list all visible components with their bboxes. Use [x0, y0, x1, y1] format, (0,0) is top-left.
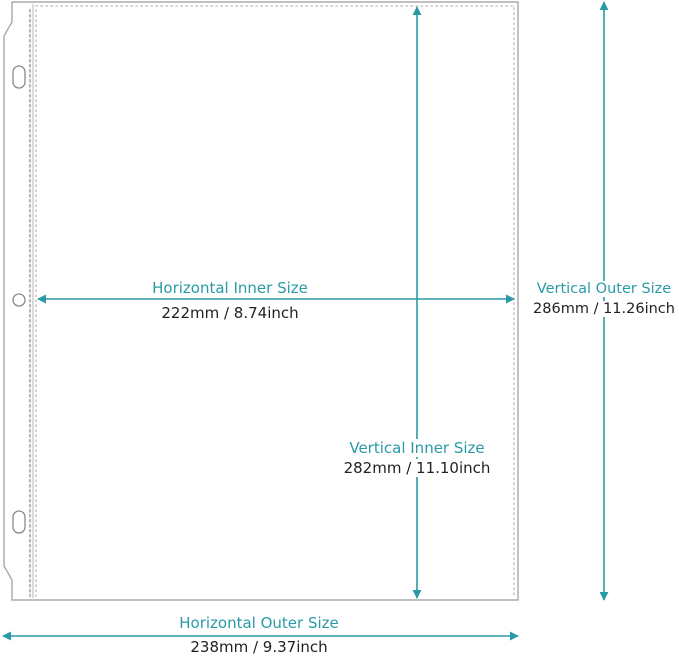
- horizontal-inner-value: 222mm / 8.74inch: [161, 304, 299, 322]
- horizontal-inner-title: Horizontal Inner Size: [152, 279, 308, 297]
- vertical-outer-value: 286mm / 11.26inch: [531, 301, 677, 317]
- horizontal-outer-title: Horizontal Outer Size: [179, 614, 339, 632]
- horizontal-outer-value: 238mm / 9.37inch: [190, 638, 328, 656]
- sheet-outline: [3, 1, 519, 601]
- binder-hole-middle: [12, 293, 26, 307]
- vertical-outer-title: Vertical Outer Size: [534, 281, 674, 297]
- vertical-inner-title: Vertical Inner Size: [347, 439, 487, 457]
- binder-hole-top: [12, 65, 26, 89]
- binder-hole-bottom: [12, 510, 26, 534]
- vertical-inner-value: 282mm / 11.10inch: [341, 459, 493, 477]
